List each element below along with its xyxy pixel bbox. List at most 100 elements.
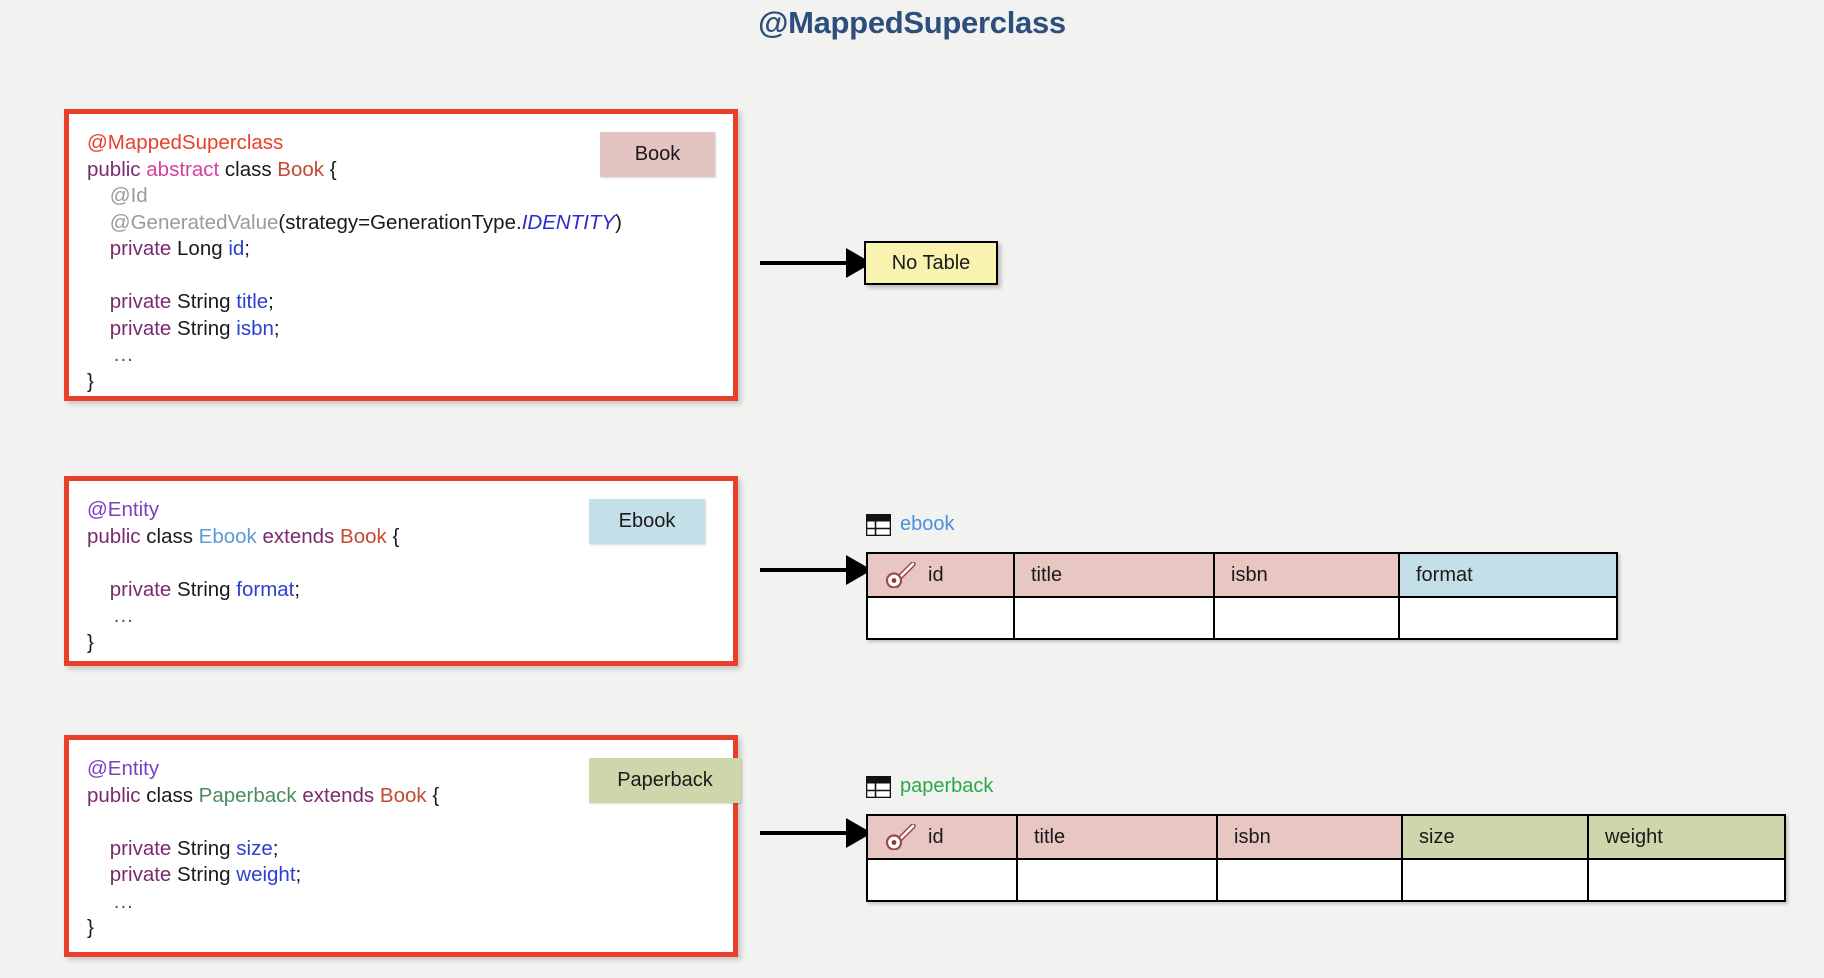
code-token: ; bbox=[273, 316, 280, 340]
code-token: ; bbox=[268, 290, 274, 313]
code-token: size bbox=[236, 836, 273, 860]
code-token: { bbox=[426, 783, 440, 807]
db-caption-label: ebook bbox=[900, 513, 955, 535]
code-line: } bbox=[87, 915, 439, 942]
table-icon-svg bbox=[866, 513, 891, 536]
table-row bbox=[866, 596, 1618, 640]
code-line: private String isbn; bbox=[87, 316, 622, 343]
code-token: Book bbox=[277, 157, 325, 181]
code-token: (strategy=GenerationType. bbox=[278, 210, 522, 234]
code-token: @Entity bbox=[87, 498, 160, 521]
code-box-ebook: @Entity public class Ebook extends Book {… bbox=[64, 476, 738, 666]
code-line: public class Paperback extends Book { bbox=[87, 783, 439, 810]
code-token: } bbox=[87, 630, 94, 654]
code-line: private String weight; bbox=[87, 862, 439, 889]
column-header-isbn: isbn bbox=[1213, 552, 1400, 598]
arrow-ebook-to-table bbox=[760, 555, 872, 585]
code-token: class bbox=[146, 783, 199, 807]
column-header-size: size bbox=[1401, 814, 1589, 860]
column-header-isbn: isbn bbox=[1216, 814, 1403, 860]
column-header-format: format bbox=[1398, 552, 1618, 598]
code-token: extends bbox=[296, 783, 380, 807]
column-header-id: id bbox=[866, 814, 1018, 860]
class-badge-paperback: Paperback bbox=[589, 758, 741, 803]
code-token: title bbox=[236, 290, 269, 313]
code-line: @Entity bbox=[87, 756, 439, 783]
code-token: Book bbox=[379, 783, 427, 807]
db-caption-label: paperback bbox=[900, 775, 994, 797]
code-token: abstract bbox=[146, 157, 225, 181]
class-badge-ebook: Ebook bbox=[589, 499, 705, 544]
code-line: ... bbox=[87, 603, 399, 630]
code-token: } bbox=[87, 369, 94, 393]
page-title: @MappedSuperclass bbox=[758, 5, 1066, 40]
table-cell-title bbox=[1016, 858, 1218, 902]
table-cell-isbn bbox=[1213, 596, 1400, 640]
code-token: weight bbox=[236, 863, 296, 886]
table-cell-format bbox=[1398, 596, 1618, 640]
code-line: private String size; bbox=[87, 836, 439, 863]
code-line: @Entity bbox=[87, 497, 399, 524]
code-token: Paperback bbox=[198, 783, 297, 807]
code-line: public abstract class Book { bbox=[87, 157, 622, 184]
code-token: String bbox=[177, 316, 237, 340]
code-token: format bbox=[236, 577, 295, 601]
column-header-weight: weight bbox=[1587, 814, 1786, 860]
code-line: private String format; bbox=[87, 577, 399, 604]
table-cell-size bbox=[1401, 858, 1589, 902]
code-token: IDENTITY bbox=[521, 210, 616, 234]
column-header-label: id bbox=[928, 825, 944, 848]
code-token: ; bbox=[295, 863, 302, 886]
code-token: ) bbox=[615, 210, 622, 234]
code-line: } bbox=[87, 630, 399, 657]
code-token: String bbox=[177, 836, 237, 860]
code-text-ebook: @Entity public class Ebook extends Book {… bbox=[87, 497, 399, 656]
class-badge-book: Book bbox=[600, 132, 715, 177]
code-line: private Long id; bbox=[87, 236, 622, 263]
primary-key-icon bbox=[885, 562, 916, 588]
code-line bbox=[87, 263, 622, 290]
table-icon bbox=[866, 775, 891, 798]
code-line: } bbox=[87, 369, 622, 396]
code-line: public class Ebook extends Book { bbox=[87, 524, 399, 551]
code-token: private bbox=[87, 290, 178, 313]
code-token: String bbox=[177, 577, 237, 601]
code-token: public bbox=[87, 524, 147, 548]
column-header-title: title bbox=[1013, 552, 1215, 598]
table-cell-title bbox=[1013, 596, 1215, 640]
table-cell-id bbox=[866, 596, 1015, 640]
code-token: extends bbox=[256, 524, 341, 548]
code-token: isbn bbox=[236, 316, 274, 340]
primary-key-icon bbox=[885, 824, 916, 850]
table-cell-id bbox=[866, 858, 1018, 902]
code-token: @Id bbox=[87, 184, 148, 207]
code-token: class bbox=[224, 157, 278, 181]
code-token: public bbox=[87, 783, 147, 807]
table-icon bbox=[866, 513, 891, 536]
code-line bbox=[87, 809, 439, 836]
code-line: @GeneratedValue(strategy=GenerationType.… bbox=[87, 210, 622, 237]
column-header-id: id bbox=[866, 552, 1015, 598]
code-token: ; bbox=[294, 577, 301, 601]
code-token: Book bbox=[340, 524, 387, 548]
code-line: private String title; bbox=[87, 289, 622, 316]
code-token: private bbox=[87, 836, 178, 860]
code-token: ... bbox=[87, 889, 134, 913]
code-token: { bbox=[386, 524, 400, 548]
code-token: { bbox=[324, 157, 337, 181]
code-token: ... bbox=[87, 604, 134, 627]
code-token: class bbox=[146, 524, 199, 548]
column-header-title: title bbox=[1016, 814, 1218, 860]
code-token: } bbox=[87, 916, 94, 939]
db-caption-ebook: ebook bbox=[866, 513, 955, 536]
table-icon-svg bbox=[866, 775, 891, 798]
